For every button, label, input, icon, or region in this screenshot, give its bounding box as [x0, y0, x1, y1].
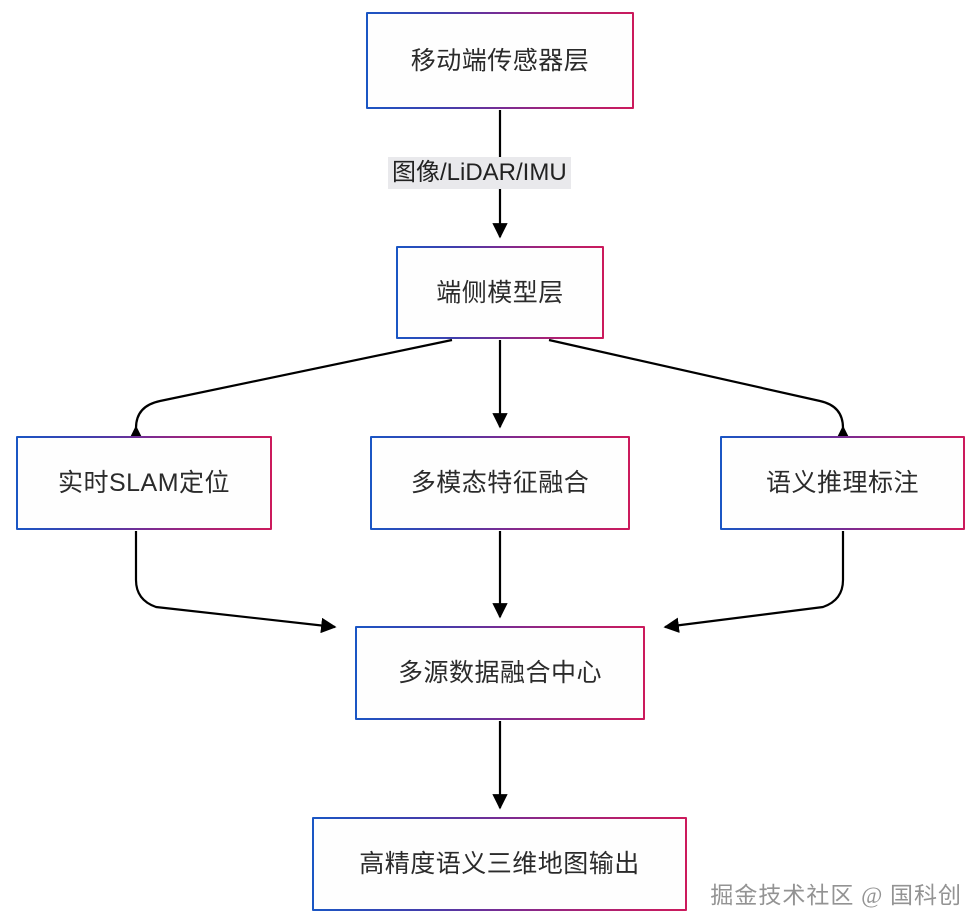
node-label: 端侧模型层 — [436, 278, 564, 307]
node-high-precision-semantic-3d-map-output[interactable]: 高精度语义三维地图输出 — [312, 817, 687, 911]
node-edge-model-layer[interactable]: 端侧模型层 — [396, 246, 604, 339]
node-mobile-sensor-layer[interactable]: 移动端传感器层 — [366, 12, 634, 109]
node-label: 实时SLAM定位 — [57, 469, 231, 497]
edge-slam-to-hub — [134, 531, 337, 634]
node-label: 移动端传感器层 — [410, 46, 590, 75]
watermark-text: 掘金技术社区 @ 国科创 — [710, 883, 962, 908]
node-multimodal-feature-fusion[interactable]: 多模态特征融合 — [370, 436, 630, 530]
edge-label-image-lidar-imu: 图像/LiDAR/IMU — [388, 157, 571, 189]
node-label: 多模态特征融合 — [410, 469, 590, 497]
node-multisource-data-fusion-hub[interactable]: 多源数据融合中心 — [355, 626, 645, 720]
node-label: 语义推理标注 — [765, 469, 919, 497]
edge-model-to-slam — [128, 338, 453, 441]
node-semantic-reasoning-annotation[interactable]: 语义推理标注 — [720, 436, 965, 530]
node-label: 多源数据融合中心 — [397, 659, 602, 687]
node-label: 高精度语义三维地图输出 — [359, 850, 640, 878]
edge-model-to-semantic — [548, 338, 851, 441]
edge-semantic-to-hub — [663, 531, 845, 633]
node-realtime-slam-localization[interactable]: 实时SLAM定位 — [16, 436, 272, 530]
